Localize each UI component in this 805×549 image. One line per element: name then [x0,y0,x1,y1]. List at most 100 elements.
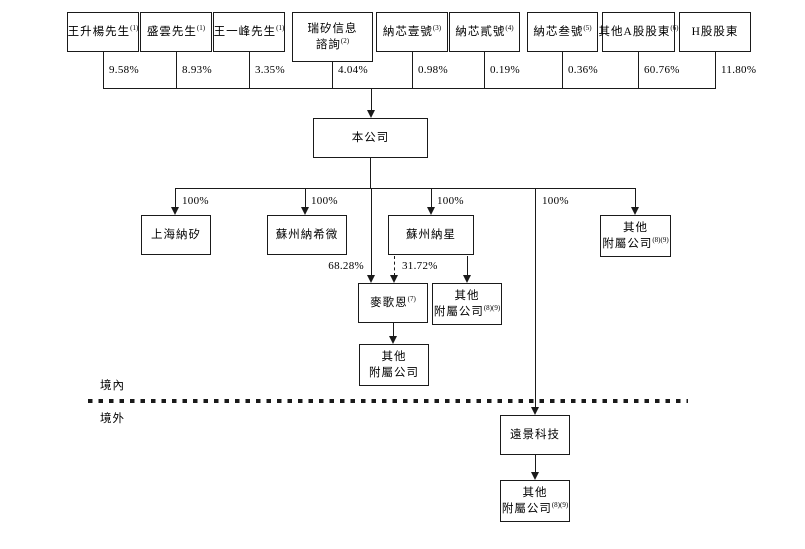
org-box-naxin-no3: 納芯叁號(5) [527,12,598,52]
org-box-wang-yifeng: 王一峰先生(1) [213,12,285,52]
footnote-ref: (1) [196,24,206,33]
org-node-label: 其他 [623,221,648,234]
ownership-pct-label: 100% [182,195,209,207]
footnote-ref: (6) [670,24,679,33]
connector-line [103,52,104,88]
connector-line-vision-tech [535,188,536,407]
ownership-pct-label: 60.76% [644,64,680,76]
ownership-pct-label: 68.28% [328,260,364,272]
footnote-ref: (8)(9) [551,501,569,510]
onshore-label: 境內 [100,380,125,392]
arrowhead-icon [389,275,398,283]
org-box-wang-shengyang: 王升楊先生(1) [67,12,139,52]
ownership-pct-label: 0.19% [490,64,520,76]
connector-line [176,52,177,88]
org-box-other-subsidiaries-company: 其他 附屬公司(8)(9) [600,215,671,257]
org-box-h-shareholders: H股股東 [679,12,751,52]
ownership-pct-label: 100% [437,195,464,207]
org-node-label: 其他 [454,289,480,302]
connector-line [332,62,333,88]
footnote-ref: (5) [583,24,592,33]
footnote-ref: (3) [432,24,442,33]
connector-line [635,188,636,208]
footnote-ref: (2) [340,37,350,46]
ownership-pct-label: 100% [311,195,338,207]
org-node-label: 諮詢(2) [315,37,350,51]
arrowhead-icon [426,207,435,215]
connector-line [638,52,639,88]
org-node-label: 其他 [522,486,548,499]
connector-line [371,88,372,111]
org-node-label: 王升楊先生(1) [67,24,139,38]
org-box-naxin-no2: 納芯貳號(4) [449,12,520,52]
org-node-label: 麥歌恩(7) [370,295,416,309]
arrowhead-icon [388,336,397,344]
footnote-ref: (4) [505,24,514,33]
ownership-pct-label: 100% [542,195,569,207]
org-node-label: 本公司 [351,131,390,144]
org-node-label: 附屬公司 [369,367,419,379]
ownership-pct-label: 4.04% [338,64,368,76]
footnote-ref: (1) [130,24,139,33]
arrowhead-icon [300,207,309,215]
connector-line [715,52,716,88]
connector-dashed-line-magntek-indirect [394,256,395,276]
offshore-label: 境外 [100,413,125,425]
org-node-label: 附屬公司(8)(9) [501,501,569,515]
connector-line [370,158,371,188]
org-node-label: 蘇州納星 [406,228,456,241]
arrowhead-icon [530,472,539,480]
org-box-other-subsidiaries-vision: 其他 附屬公司(8)(9) [500,480,570,522]
connector-line [535,455,536,473]
ownership-pct-label: 11.80% [721,64,757,76]
org-box-suzhou-naxing: 蘇州納星 [388,215,474,255]
ownership-pct-label: 3.35% [255,64,285,76]
arrowhead-icon [170,207,179,215]
connector-line [484,52,485,88]
footnote-ref: (8)(9) [652,236,669,245]
connector-line [175,188,176,208]
org-node-label: 蘇州納希微 [275,228,339,241]
org-box-magntek: 麥歌恩(7) [358,283,428,323]
connector-line [305,188,306,208]
org-box-other-a-shareholders: 其他A股股東(6) [599,12,679,52]
org-node-label: 上海納矽 [151,228,201,241]
org-node-label: 附屬公司(8)(9) [602,236,669,250]
org-node-label: 納芯叁號(5) [533,24,592,38]
org-node-label: 瑞矽信息 [307,22,358,35]
ownership-pct-label: 0.36% [568,64,598,76]
arrowhead-icon [366,110,375,118]
org-box-sheng-yun: 盛雲先生(1) [140,12,212,52]
ownership-pct-label: 0.98% [418,64,448,76]
org-node-label: 王一峰先生(1) [213,24,285,38]
connector-line [467,256,468,276]
connector-line [393,323,394,337]
connector-line [249,52,250,88]
org-node-label: 附屬公司(8)(9) [433,304,501,318]
onshore-offshore-divider [88,399,688,403]
org-box-vision-tech: 遠景科技 [500,415,570,455]
arrowhead-icon [462,275,471,283]
connector-bus-top [103,88,716,89]
org-node-label: H股股東 [691,25,739,38]
org-node-label: 其他A股股東(6) [598,24,679,38]
arrowhead-icon [530,407,539,415]
org-node-label: 納芯貳號(4) [455,24,514,38]
footnote-ref: (8)(9) [483,304,501,313]
connector-line [431,188,432,208]
org-box-other-subsidiaries-naxing: 其他 附屬公司(8)(9) [432,283,502,325]
connector-line [562,52,563,88]
connector-line-magntek-direct [371,188,372,276]
ownership-pct-label: 31.72% [402,260,438,272]
ownership-pct-label: 8.93% [182,64,212,76]
ownership-pct-label: 9.58% [109,64,139,76]
org-node-label: 納芯壹號(3) [382,24,442,38]
footnote-ref: (7) [407,295,416,304]
org-box-company: 本公司 [313,118,428,158]
connector-line [412,52,413,88]
org-box-suzhou-naxiwei: 蘇州納希微 [267,215,347,255]
org-node-label: 其他 [381,350,407,363]
org-box-naxin-no1: 納芯壹號(3) [376,12,448,52]
connector-bus-subsidiaries [175,188,635,189]
